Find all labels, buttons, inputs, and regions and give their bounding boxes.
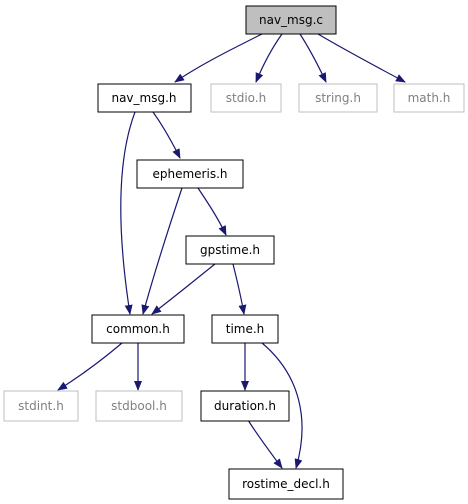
node-label: time.h	[226, 322, 265, 336]
node-label: stdint.h	[18, 399, 64, 413]
node-nav-msg-c[interactable]: nav_msg.c	[245, 5, 337, 35]
edge-nav-msg-c-to-math-h	[317, 33, 406, 83]
node-label: stdbool.h	[111, 399, 167, 413]
node-label: math.h	[408, 91, 451, 105]
node-label: rostime_decl.h	[242, 477, 330, 491]
edge-nav-msg-c-to-string-h	[299, 33, 327, 83]
edge-nav-msg-h-to-common-h	[120, 111, 136, 315]
node-stdio-h[interactable]: stdio.h	[210, 83, 282, 113]
edge-nav-msg-h-to-ephemeris-h	[152, 111, 181, 159]
edge-nav-msg-c-to-stdio-h	[255, 33, 283, 83]
edge-nav-msg-c-to-nav-msg-h	[174, 33, 263, 83]
node-label: string.h	[315, 91, 361, 105]
edge-duration-h-to-rostime-decl-h	[247, 419, 283, 469]
node-common-h[interactable]: common.h	[91, 314, 185, 344]
node-rostime-decl-h[interactable]: rostime_decl.h	[228, 468, 344, 500]
node-label: common.h	[106, 322, 170, 336]
edge-ephemeris-h-to-gpstime-h	[197, 187, 227, 236]
node-duration-h[interactable]: duration.h	[200, 390, 290, 422]
node-label: nav_msg.h	[111, 91, 176, 105]
node-ephemeris-h[interactable]: ephemeris.h	[136, 159, 244, 189]
node-math-h[interactable]: math.h	[393, 83, 465, 113]
node-time-h[interactable]: time.h	[211, 314, 279, 344]
node-label: ephemeris.h	[153, 167, 228, 181]
node-label: duration.h	[214, 399, 276, 413]
node-gpstime-h[interactable]: gpstime.h	[185, 235, 275, 265]
edge-ephemeris-h-to-common-h	[141, 187, 183, 315]
node-stdbool-h[interactable]: stdbool.h	[95, 390, 183, 422]
edge-time-h-to-rostime-decl-h	[261, 342, 303, 469]
node-stdint-h[interactable]: stdint.h	[3, 390, 79, 422]
node-string-h[interactable]: string.h	[298, 83, 378, 113]
node-nav-msg-h[interactable]: nav_msg.h	[97, 83, 192, 113]
edge-gpstime-h-to-time-h	[232, 263, 247, 315]
node-label: nav_msg.c	[259, 13, 323, 27]
edge-common-h-to-stdint-h	[57, 342, 123, 391]
node-label: stdio.h	[226, 91, 266, 105]
edge-gpstime-h-to-common-h	[151, 263, 216, 315]
node-label: gpstime.h	[200, 243, 260, 257]
